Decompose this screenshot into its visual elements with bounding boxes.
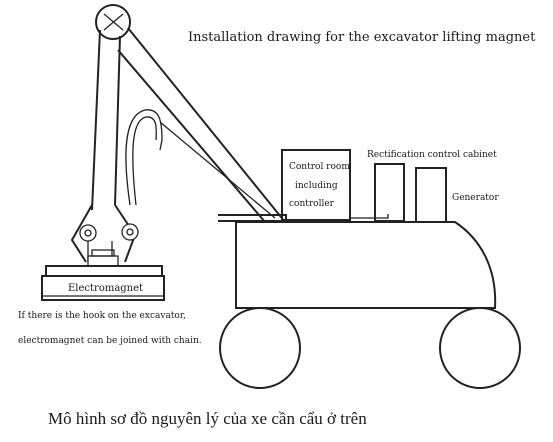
- generator-label: Generator: [452, 193, 499, 203]
- electromagnet: Electromagnet: [41, 249, 165, 301]
- cable: [350, 214, 389, 219]
- vehicle-wheels: [219, 307, 521, 389]
- boom-base: [218, 214, 287, 222]
- control-room-label-3: controller: [289, 199, 335, 209]
- boom-top-pulley: [95, 4, 131, 40]
- wheel-right: [439, 307, 521, 389]
- stick-joint-right: [121, 223, 139, 241]
- wheel-left: [219, 307, 301, 389]
- control-room: Control room including controller: [281, 149, 351, 221]
- hook-note-line1: If there is the hook on the excavator,: [18, 311, 186, 321]
- diagram-title: Installation drawing for the excavator l…: [188, 30, 536, 45]
- vehicle-body: [235, 221, 497, 309]
- rectification-label: Rectification control cabinet: [367, 150, 497, 160]
- excavator-stick: [70, 204, 139, 263]
- control-room-label-1: Control room: [289, 162, 350, 172]
- stick-joint-left: [79, 224, 97, 242]
- generator: Generator: [415, 167, 499, 223]
- excavator-boom: [91, 4, 286, 223]
- electromagnet-label: Electromagnet: [68, 283, 143, 294]
- hook-note-line2: electromagnet can be joined with chain.: [18, 336, 202, 346]
- hydraulic-hose: [125, 109, 276, 219]
- rectification-cabinet: Rectification control cabinet: [367, 150, 497, 222]
- control-room-label-2: including: [295, 181, 338, 191]
- caption: Mô hình sơ đồ nguyên lý của xe cần cẩu ở…: [48, 409, 367, 428]
